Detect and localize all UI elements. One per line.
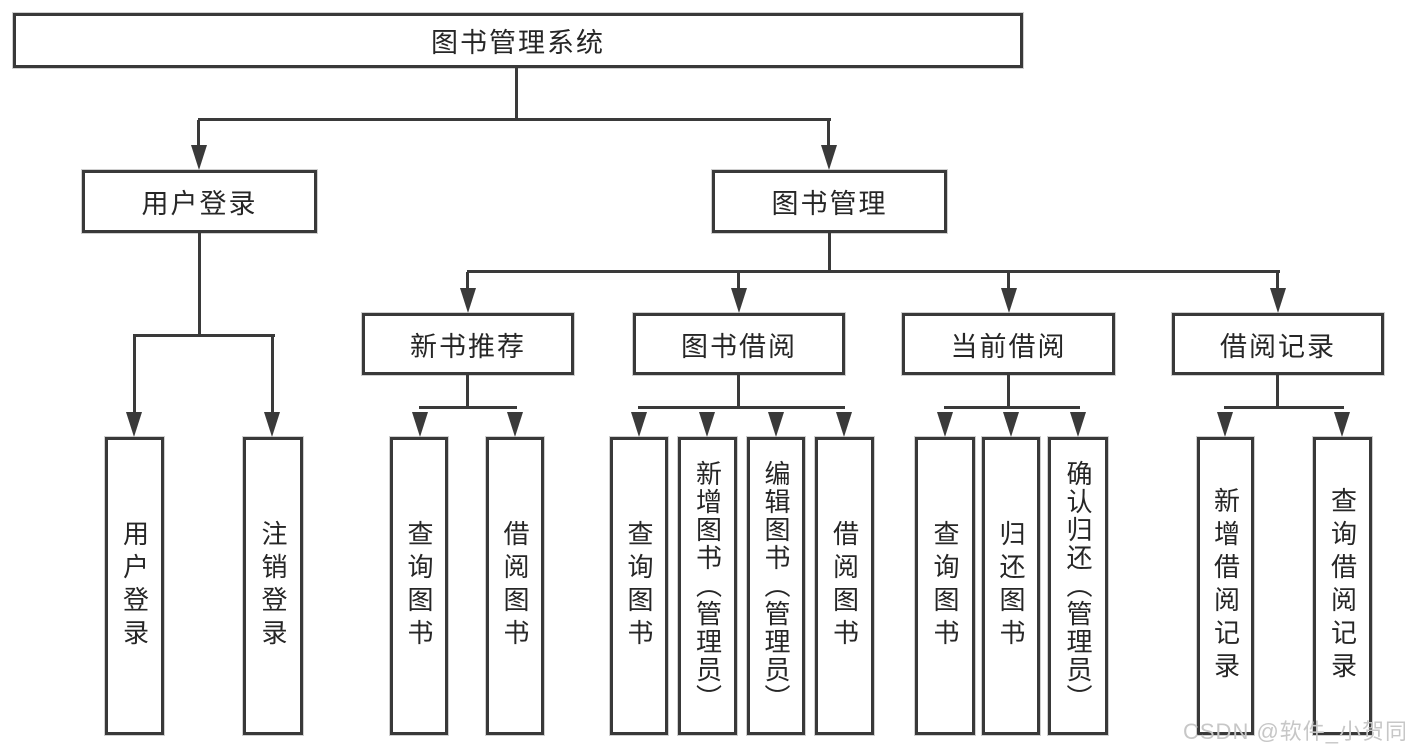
leaf-confirm-return-admin-label: 确认归还（管理员） — [1063, 460, 1093, 712]
leaf-add-borrow-record: 新增借阅记录 — [1197, 437, 1254, 735]
leaf-query-books-recommend: 查询图书 — [390, 437, 448, 735]
leaf-query-books-recommend-label: 查询图书 — [404, 520, 434, 652]
arrow-down-icon — [126, 412, 142, 437]
leaf-user-login: 用户登录 — [105, 437, 164, 735]
leaf-borrow-books-label: 借阅图书 — [829, 520, 860, 652]
connector-line — [638, 406, 845, 409]
leaf-add-book-admin: 新增图书（管理员） — [678, 437, 737, 735]
leaf-query-borrow-record-label: 查询借阅记录 — [1327, 487, 1358, 685]
connector-line — [133, 336, 136, 412]
node-book-borrow-label: 图书借阅 — [681, 331, 797, 362]
connector-line — [467, 270, 1280, 273]
connector-line — [198, 118, 831, 121]
connector-line — [737, 375, 740, 408]
connector-line — [133, 334, 275, 337]
leaf-query-books-current-label: 查询图书 — [930, 520, 960, 652]
connector-line — [466, 375, 469, 408]
watermark: CSDN @软件_小贺同学 — [1183, 719, 1405, 744]
connector-line — [515, 68, 518, 120]
arrow-down-icon — [731, 288, 747, 313]
connector-line — [1276, 375, 1279, 408]
leaf-borrow-books: 借阅图书 — [815, 437, 874, 735]
connector-line — [828, 233, 831, 272]
node-current-borrow-label: 当前借阅 — [950, 331, 1067, 362]
node-new-book-recommend-label: 新书推荐 — [410, 331, 526, 362]
arrow-down-icon — [631, 412, 647, 437]
connector-line — [1007, 272, 1010, 289]
node-book-management-label: 图书管理 — [771, 189, 888, 219]
leaf-query-books-current: 查询图书 — [915, 437, 975, 735]
leaf-query-books-borrow: 查询图书 — [610, 437, 668, 735]
arrow-down-icon — [412, 412, 428, 437]
connector-line — [1224, 406, 1344, 409]
node-user-login: 用户登录 — [82, 170, 317, 233]
leaf-confirm-return-admin: 确认归还（管理员） — [1048, 437, 1108, 735]
arrow-down-icon — [264, 412, 280, 437]
connector-line — [737, 272, 740, 289]
leaf-return-book-label: 归还图书 — [996, 520, 1026, 652]
connector-line — [827, 120, 830, 148]
arrow-down-icon — [699, 412, 715, 437]
node-current-borrow: 当前借阅 — [902, 313, 1115, 375]
leaf-query-books-borrow-label: 查询图书 — [624, 520, 654, 652]
connector-line — [197, 120, 200, 148]
leaf-edit-book-admin-label: 编辑图书（管理员） — [761, 460, 791, 712]
node-library-system: 图书管理系统 — [13, 13, 1023, 68]
node-user-login-label: 用户登录 — [141, 189, 258, 219]
leaf-add-borrow-record-label: 新增借阅记录 — [1210, 487, 1241, 685]
connector-line — [466, 272, 469, 289]
node-book-management: 图书管理 — [712, 170, 947, 233]
leaf-logout-login: 注销登录 — [243, 437, 303, 735]
node-borrow-records: 借阅记录 — [1172, 313, 1384, 375]
leaf-borrow-books-recommend: 借阅图书 — [486, 437, 544, 735]
leaf-logout-login-label: 注销登录 — [258, 520, 288, 652]
arrow-down-icon — [1001, 288, 1017, 313]
arrow-down-icon — [768, 412, 784, 437]
arrow-down-icon — [507, 412, 523, 437]
arrow-down-icon — [821, 145, 837, 170]
leaf-add-book-admin-label: 新增图书（管理员） — [692, 460, 723, 712]
connector-line — [419, 406, 517, 409]
leaf-edit-book-admin: 编辑图书（管理员） — [747, 437, 805, 735]
arrow-down-icon — [1270, 288, 1286, 313]
connector-line — [198, 233, 201, 336]
arrow-down-icon — [460, 288, 476, 313]
leaf-user-login-label: 用户登录 — [119, 520, 150, 652]
arrow-down-icon — [937, 412, 953, 437]
connector-line — [1007, 375, 1010, 408]
node-borrow-records-label: 借阅记录 — [1220, 331, 1336, 362]
leaf-return-book: 归还图书 — [982, 437, 1040, 735]
arrow-down-icon — [191, 145, 207, 170]
node-library-system-label: 图书管理系统 — [431, 28, 605, 58]
leaf-borrow-books-recommend-label: 借阅图书 — [500, 520, 530, 652]
arrow-down-icon — [1334, 412, 1350, 437]
arrow-down-icon — [1003, 412, 1019, 437]
connector-line — [944, 406, 1080, 409]
arrow-down-icon — [1217, 412, 1233, 437]
connector-line — [271, 336, 274, 412]
node-new-book-recommend: 新书推荐 — [362, 313, 574, 375]
node-book-borrow: 图书借阅 — [633, 313, 845, 375]
connector-line — [1276, 272, 1279, 289]
arrow-down-icon — [836, 412, 852, 437]
leaf-query-borrow-record: 查询借阅记录 — [1313, 437, 1372, 735]
arrow-down-icon — [1070, 412, 1086, 437]
